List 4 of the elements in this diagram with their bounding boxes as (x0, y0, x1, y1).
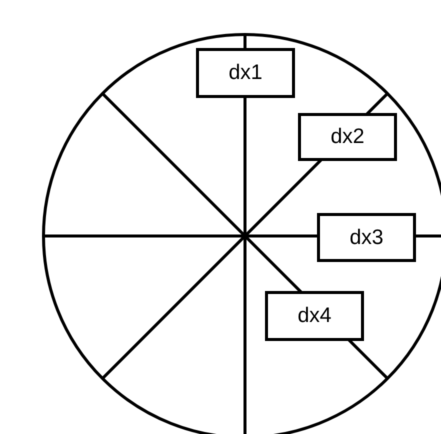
label-box: dx1 (196, 48, 295, 98)
label-box: dx2 (298, 113, 397, 161)
label-box: dx3 (317, 213, 416, 262)
label-box: dx4 (265, 291, 364, 341)
